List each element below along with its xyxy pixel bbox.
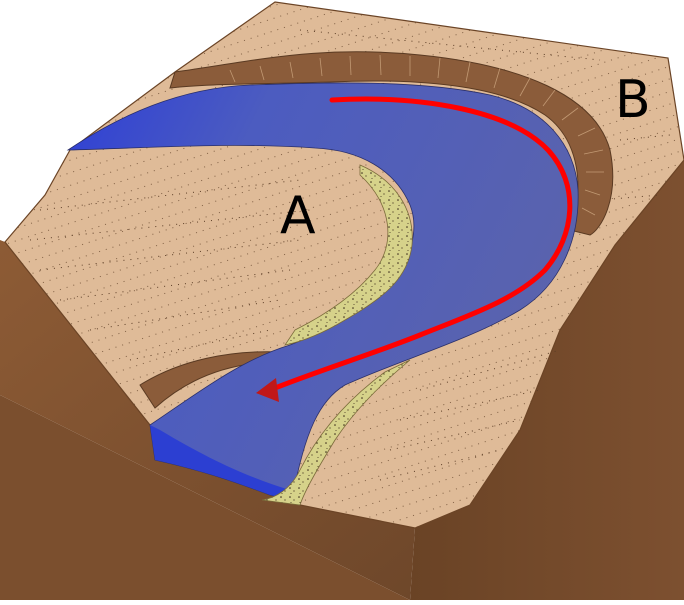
cut-bank-hatching [229, 54, 604, 216]
river-channel [66, 82, 579, 501]
point-bar-sand [284, 164, 413, 346]
label-a: A [280, 186, 316, 246]
block-left-face [0, 240, 415, 600]
river-cross-section [150, 425, 292, 500]
block-front-face [0, 395, 410, 600]
flow-arrow-head [256, 378, 279, 402]
cut-bank [169, 51, 614, 236]
channel-sand-strip [261, 359, 411, 506]
flow-arrow [267, 96, 573, 393]
label-b: B [615, 70, 651, 130]
block-right-face [410, 150, 684, 600]
floodplain-dot-lines [29, 29, 671, 481]
